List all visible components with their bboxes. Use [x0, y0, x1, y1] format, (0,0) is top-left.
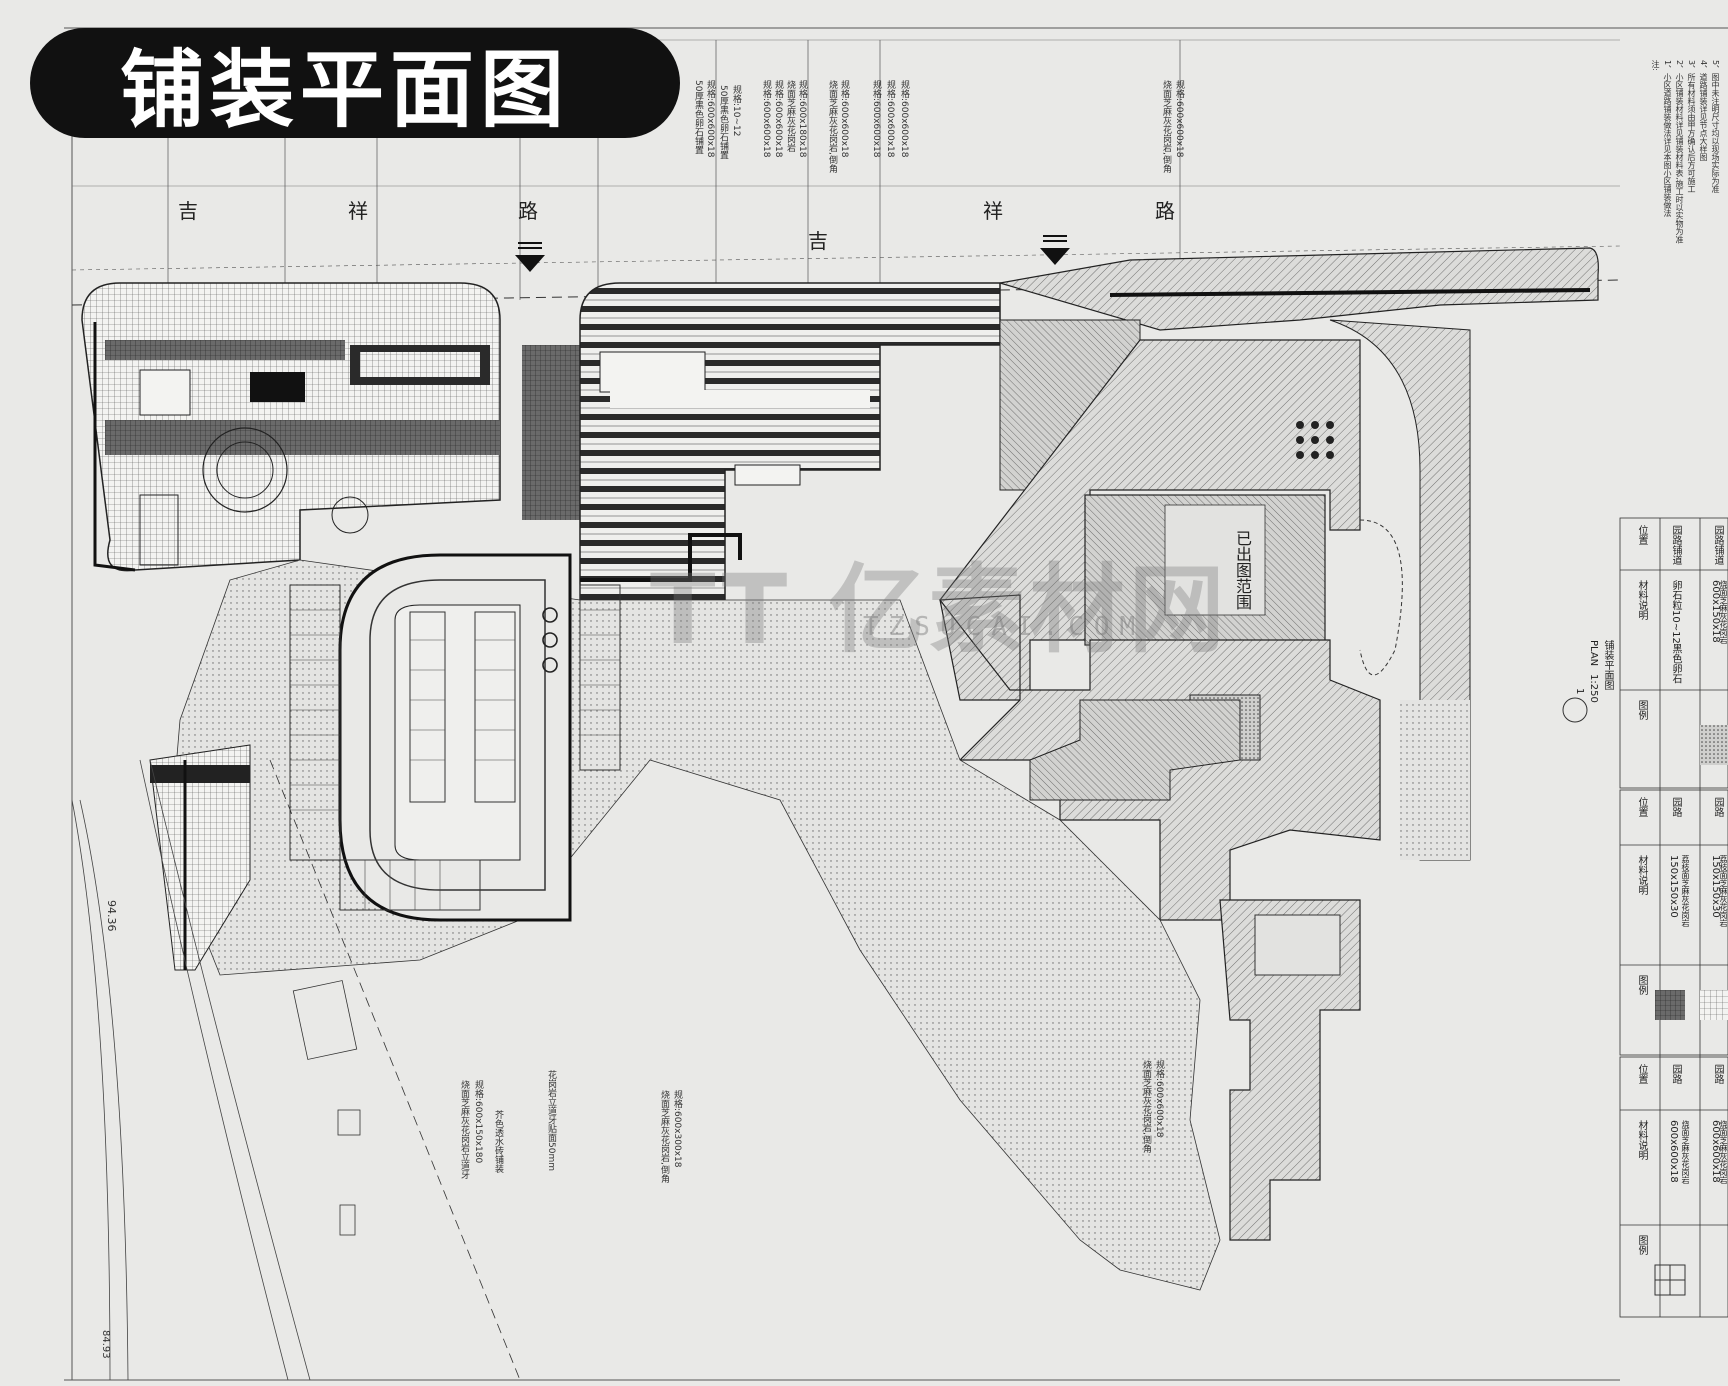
callout-text: 花岗岩立道牙贴面50mm — [546, 1070, 556, 1171]
legend-location: 园路铺道 — [1670, 525, 1681, 565]
callout-text: 烧面芝麻灰花岗岩,倒角 — [659, 1090, 669, 1183]
callout-text: 烧面芝麻灰花岗岩,倒角 — [1161, 80, 1171, 173]
elevation-label: 94.36 — [105, 900, 118, 932]
legend-desc: 荔枝面芝麻灰花岗岩 — [1681, 855, 1690, 927]
callout-text: 烧面芝麻灰花岗岩 — [785, 80, 795, 152]
road-label: 路 — [1155, 199, 1175, 223]
callout-text: 规格:600x600x18 — [871, 80, 881, 158]
legend-location: 园路 — [1712, 797, 1723, 817]
legend-desc: 烧面芝麻灰花岗岩 — [1681, 1120, 1690, 1184]
legend-material: 600x600x18 — [1710, 1120, 1721, 1183]
legend-header: 位置 — [1636, 797, 1647, 817]
legend-desc: 烧面芝麻灰花岗岩 — [1719, 1120, 1728, 1184]
callout-text: 规格:600x600x18 — [761, 80, 771, 158]
legend-header: 图例 — [1636, 975, 1647, 995]
legend-header: 材料说明 — [1636, 1120, 1647, 1160]
legend-desc: 荔枝面芝麻灰花岗岩 — [1719, 855, 1728, 927]
legend-header: 材料说明 — [1636, 580, 1647, 620]
legend-header: 图例 — [1636, 700, 1647, 720]
legend-header: 图例 — [1636, 1235, 1647, 1255]
legend-material: 150x150x30 — [1668, 855, 1679, 918]
callout-text: 规格:600x600x18 — [899, 80, 909, 158]
legend-location: 园路 — [1712, 1064, 1723, 1084]
plan-caption: 1 PLAN 1:250 铺装平面图 — [1562, 640, 1613, 750]
legend-desc: 烧面芝麻灰花岗岩 — [1719, 580, 1728, 644]
legend-header: 材料说明 — [1636, 855, 1647, 895]
callout-text: 规格:600x600x18 — [1154, 1060, 1164, 1138]
page-title: 铺装平面图 — [120, 40, 571, 139]
callout-text: 规格:600x600x18 — [705, 80, 715, 158]
callout-text: 规格:600x300x18 — [672, 1090, 682, 1168]
legend-location: 园路铺道 — [1712, 525, 1723, 565]
legend-material: 600x600x18 — [1668, 1120, 1679, 1183]
legend-location: 园路 — [1670, 797, 1681, 817]
callout-text: 规格:600x180x18 — [797, 80, 807, 158]
legend-header: 位置 — [1636, 525, 1647, 545]
callout-text: 规格:600x150x180 — [473, 1080, 483, 1164]
callout-text: 烧面芝麻灰花岗岩立道牙 — [459, 1080, 469, 1179]
note-line: 注: — [1651, 60, 1660, 71]
watermark-url: TZSUCAI.COM — [863, 612, 1146, 642]
legend-location: 园路 — [1670, 1064, 1681, 1084]
title-badge: 铺装平面图 — [30, 28, 680, 139]
callout-text: 规格:600x600x18 — [1174, 80, 1184, 158]
callout-text: 芥色透水砖铺装 — [493, 1110, 503, 1173]
note-line: 1、小区道路铺装做法详见本图小区铺装做法 — [1663, 60, 1672, 218]
callout-text: 规格:600x600x18 — [773, 80, 783, 158]
watermark: TT 亿素材网 — [650, 554, 1229, 666]
road-label: 路 — [518, 199, 538, 223]
callout-text: 烧面芝麻灰花岗岩,倒角 — [1141, 1060, 1151, 1153]
plan-title: PLAN — [1588, 640, 1599, 667]
road-label: 祥 — [983, 199, 1003, 223]
note-line: 3、所有材料须由甲方确认后方可施工 — [1687, 60, 1696, 194]
callout-text: 规格:600x600x18 — [885, 80, 895, 158]
legend-material: 150x150x30 — [1710, 855, 1721, 918]
plan-subtitle: 铺装平面图 — [1602, 640, 1613, 690]
callout-text: 规格:10~12 — [731, 85, 741, 137]
note-line: 4、道路铺装详见节点大样图 — [1699, 60, 1708, 162]
note-line: 5、图中未注明尺寸均以现场实际为准 — [1711, 60, 1720, 194]
road-label: 吉 — [178, 199, 198, 223]
elevation-label-small: 84.93 — [100, 1330, 111, 1359]
road-label: 吉 — [808, 229, 828, 253]
legend-material: 卵石粒10~12黑色卵石 — [1670, 580, 1681, 684]
plan-scale: 1:250 — [1588, 674, 1599, 703]
callout-text: 规格:600x600x18 — [839, 80, 849, 158]
plan-number: 1 — [1574, 688, 1585, 695]
callout-text: 50厚黑色卵石铺置 — [693, 80, 703, 155]
building-label: 已出图范围 — [1233, 530, 1252, 610]
drawing-notes: 注: 1、小区道路铺装做法详见本图小区铺装做法 2、小区铺装材料详见铺装材料表,… — [1650, 60, 1720, 360]
note-line: 2、小区铺装材料详见铺装材料表,施工时以实物为准 — [1675, 60, 1684, 244]
road-label: 祥 — [348, 199, 368, 223]
callout-text: 烧面芝麻灰花岗岩,倒角 — [827, 80, 837, 173]
callout-text: 50厚黑色卵石铺置 — [718, 85, 728, 160]
legend-header: 位置 — [1636, 1064, 1647, 1084]
legend-material: 600x150x18 — [1710, 580, 1721, 643]
